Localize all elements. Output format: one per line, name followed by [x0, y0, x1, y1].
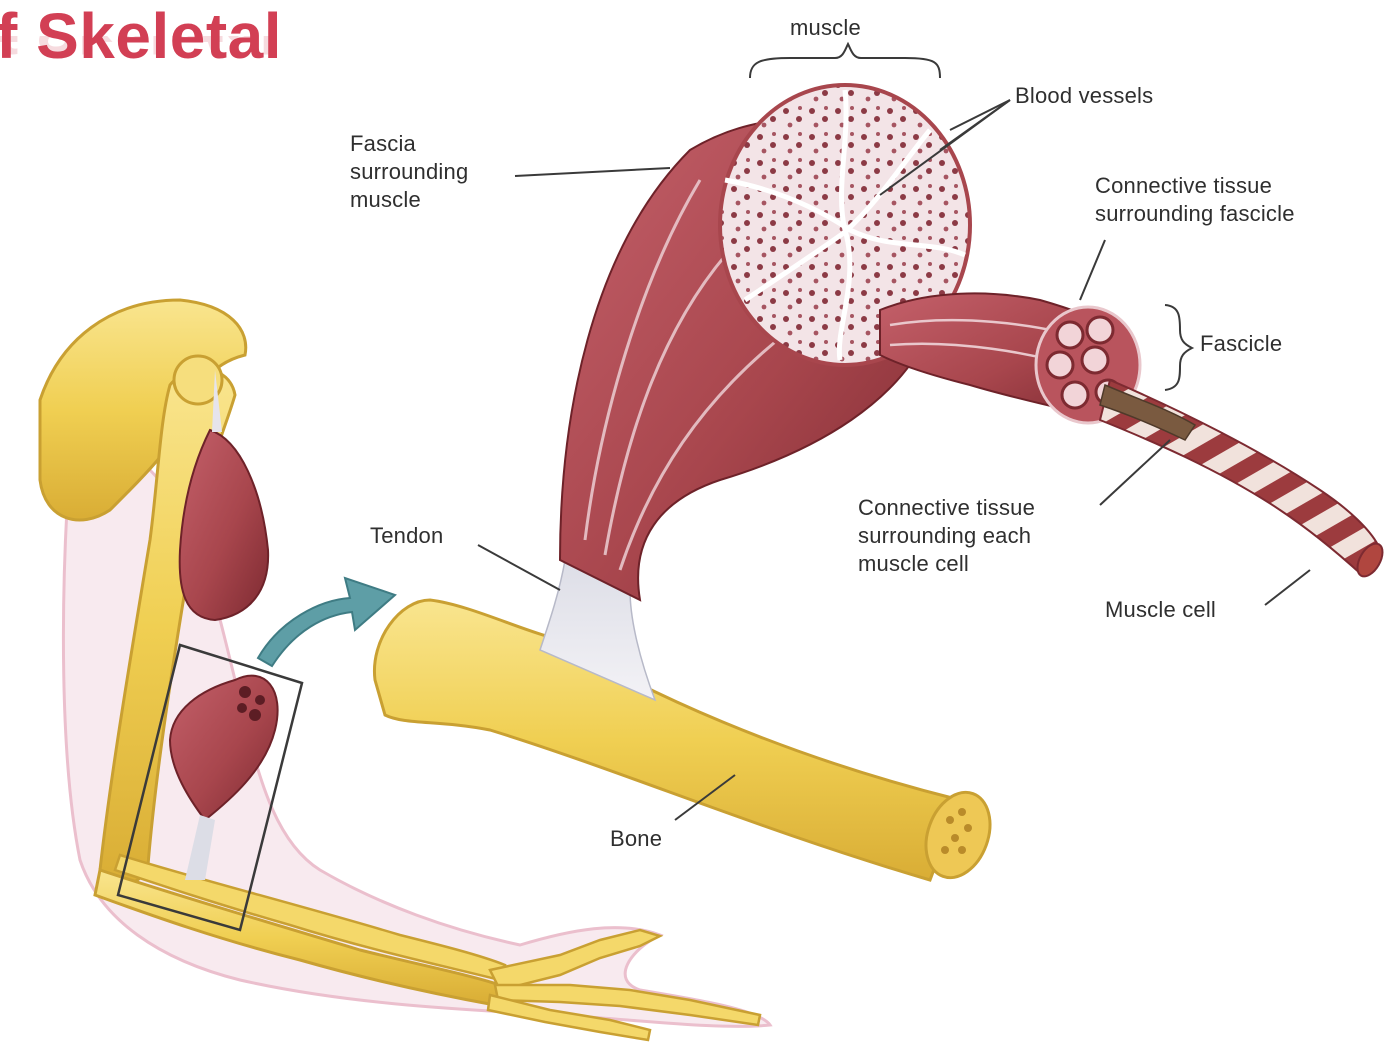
muscle-brace — [750, 44, 940, 78]
label-muscle-cell: Muscle cell — [1105, 596, 1216, 624]
label-fascia: Fascia surrounding muscle — [350, 130, 468, 214]
label-connective-fascicle: Connective tissue surrounding fascicle — [1095, 172, 1295, 228]
label-fascicle: Fascicle — [1200, 330, 1282, 358]
label-muscle: muscle — [790, 14, 861, 42]
label-tendon: Tendon — [370, 522, 443, 550]
label-bone: Bone — [610, 825, 662, 853]
label-blood-vessels: Blood vessels — [1015, 82, 1153, 110]
zoom-arrow — [258, 578, 395, 666]
title-reflection: f Skeletal — [0, 36, 336, 70]
fascicle-brace — [1165, 305, 1192, 390]
label-connective-cell: Connective tissue surrounding each muscl… — [858, 494, 1035, 578]
large-bone — [374, 600, 960, 880]
